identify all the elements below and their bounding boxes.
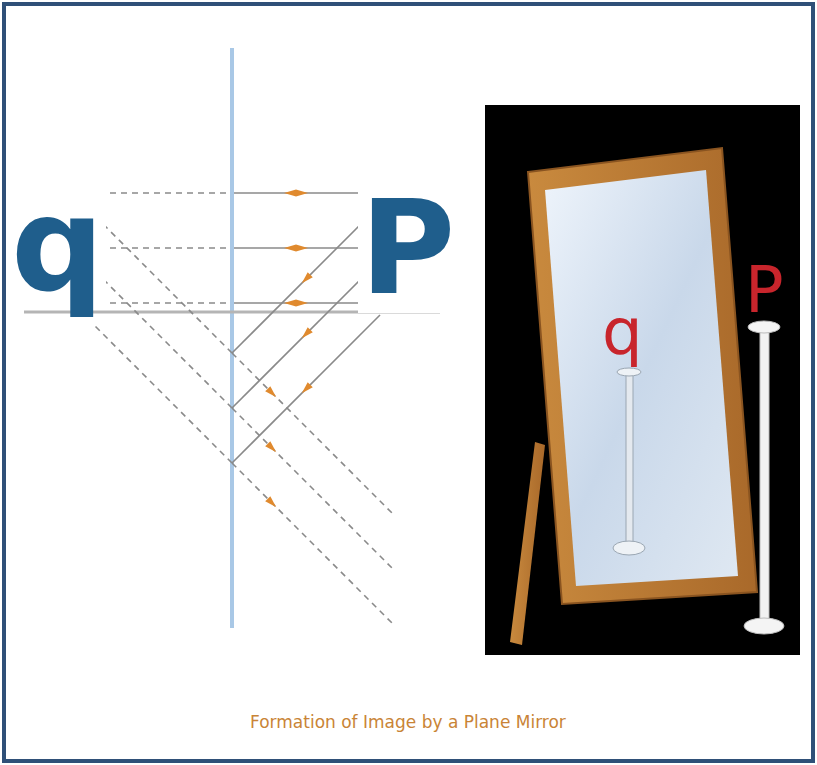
object-stand-base — [744, 618, 784, 634]
image-letter: q — [600, 300, 645, 364]
light-ray — [232, 315, 380, 463]
virtual-ray — [232, 408, 395, 571]
image-stand-rod — [626, 372, 633, 542]
caption: Formation of Image by a Plane Mirror — [248, 714, 568, 731]
ray-arrowhead — [296, 299, 308, 306]
virtual-ray — [232, 353, 395, 516]
outer-frame — [4, 4, 813, 761]
virtual-ray — [92, 213, 232, 353]
ray-arrowhead — [296, 189, 308, 196]
ray-arrowhead — [302, 272, 313, 283]
virtual-ray — [92, 268, 232, 408]
object-stand-rod — [760, 330, 769, 620]
ray-arrowhead — [284, 244, 296, 251]
mirror-glass — [545, 170, 738, 586]
object-stand-disc — [748, 321, 780, 333]
ray-arrowhead — [296, 244, 308, 251]
ray-arrowhead — [265, 441, 276, 452]
ray-arrowhead — [284, 189, 296, 196]
image-stand-base — [613, 541, 645, 555]
light-rays — [88, 189, 395, 626]
ray-arrowhead — [265, 496, 276, 507]
image-letter: q — [9, 180, 106, 310]
ray-arrowhead — [302, 327, 313, 338]
object-letter: P — [743, 258, 786, 322]
virtual-ray — [88, 192, 230, 194]
mirror-frame — [528, 148, 757, 604]
ray-arrowhead — [302, 382, 313, 393]
virtual-ray — [88, 247, 230, 249]
ray-arrowhead — [265, 386, 276, 397]
ray-arrowhead — [284, 299, 296, 306]
image-stand-disc — [617, 368, 641, 376]
mirror-easel-leg — [510, 442, 545, 645]
mirror-line — [230, 48, 234, 628]
photo-background — [485, 105, 800, 655]
virtual-ray — [88, 302, 230, 304]
virtual-ray — [232, 463, 395, 626]
virtual-ray — [92, 323, 232, 463]
object-letter: P — [358, 183, 457, 313]
